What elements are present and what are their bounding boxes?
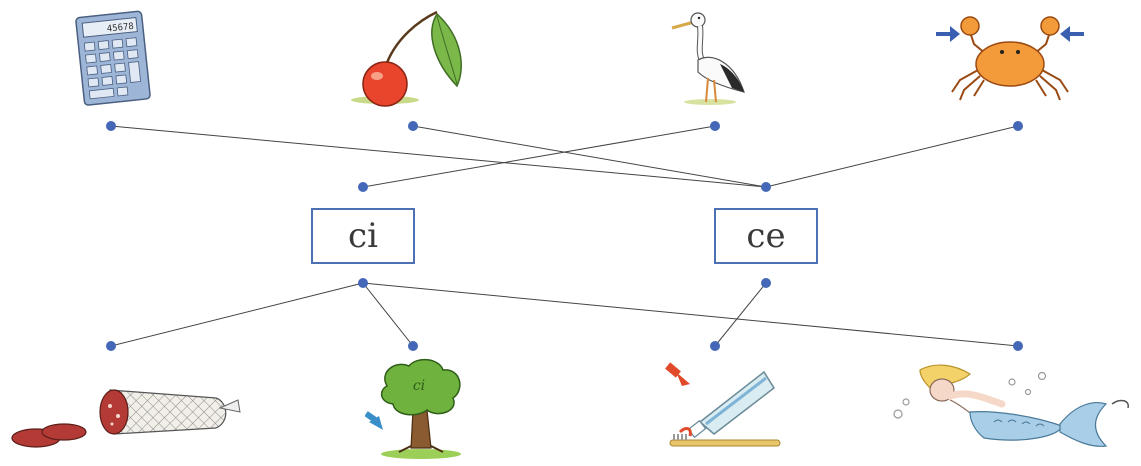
toothpaste-icon <box>665 362 781 447</box>
line-ci-tree <box>362 282 414 347</box>
dot-calculator[interactable] <box>106 121 116 131</box>
line-ci-mermaid <box>362 282 1019 347</box>
line-calculator-ce <box>110 125 767 188</box>
syllable-box-ce: ce <box>714 208 818 264</box>
mermaid-icon <box>893 364 1129 447</box>
crab-icon <box>936 16 1084 101</box>
syllable-ci-label: ci <box>348 216 378 256</box>
dot-toothpaste[interactable] <box>710 341 720 351</box>
dot-ce-top[interactable] <box>761 182 771 192</box>
calculator-display: 45678 <box>106 22 134 35</box>
tree-mark: ci <box>413 378 425 394</box>
dot-ci-top[interactable] <box>358 182 368 192</box>
line-ci-salami <box>110 282 364 347</box>
line-ce-toothpaste <box>714 282 767 347</box>
dot-tree[interactable] <box>408 341 418 351</box>
line-stork-ci <box>362 125 716 188</box>
dot-salami[interactable] <box>106 341 116 351</box>
calculator-icon: 45678 <box>75 10 151 106</box>
syllable-box-ci: ci <box>311 208 415 264</box>
dot-mermaid[interactable] <box>1013 341 1023 351</box>
dot-ce-bottom[interactable] <box>761 278 771 288</box>
dot-crab[interactable] <box>1013 121 1023 131</box>
tree-icon: ci <box>365 358 461 459</box>
dot-cherry[interactable] <box>408 121 418 131</box>
cherry-icon <box>351 10 462 107</box>
syllable-ce-label: ce <box>746 216 786 256</box>
line-cherry-ce <box>412 125 767 188</box>
stork-icon <box>671 12 745 105</box>
salami-icon <box>11 389 241 448</box>
dot-stork[interactable] <box>710 121 720 131</box>
dot-ci-bottom[interactable] <box>358 278 368 288</box>
line-crab-ce <box>765 125 1019 188</box>
